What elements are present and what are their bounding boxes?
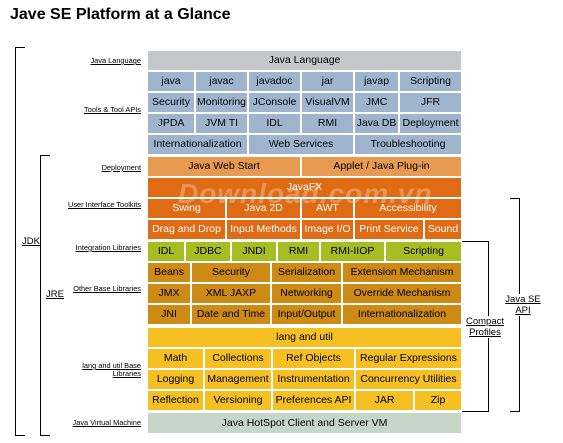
label-tools: Tools & Tool APIs [84,105,141,114]
other-beans: Beans [147,262,191,283]
ui-sound: Sound [424,219,462,240]
lu-versioning: Versioning [204,390,272,411]
lu-zip: Zip [414,390,462,411]
ui-print-service: Print Service [354,219,424,240]
compact-profiles-label: Compact Profiles [462,316,508,338]
ui-javafx: JavaFX [147,177,462,198]
label-jvm: Java Virtual Machine [72,418,141,427]
tool-jfr: JFR [399,92,462,113]
tool-jpda: JPDA [147,113,195,134]
other-date-and-time: Date and Time [191,304,271,325]
jdk-bracket-bottom [15,435,25,436]
integ-jdbc: JDBC [185,241,231,262]
page-title: Jave SE Platform at a Glance [10,6,231,23]
jdk-bracket-line [15,47,16,436]
lu-regular-expressions: Regular Expressions [355,348,462,369]
tool-jar: jar [301,71,354,92]
jre-bracket-bottom [40,435,50,436]
jvm-hotspot: Java HotSpot Client and Server VM [147,412,462,434]
tool-scripting: Scripting [399,71,462,92]
other-extension-mechanism: Extension Mechanism [342,262,462,283]
lu-math: Math [147,348,204,369]
label-ui-toolkits: User Interface Toolkits [68,200,141,209]
lu-preferences-api: Preferences API [272,390,355,411]
tool-jvmti: JVM TI [195,113,248,134]
lu-management: Management [204,369,272,390]
tool-jmc: JMC [354,92,399,113]
tool-javadb: Java DB [354,113,399,134]
label-java-language: Java Language [90,56,141,65]
tool-web-services: Web Services [248,134,354,155]
other-xml-jaxp: XML JAXP [191,283,271,304]
integ-rmi: RMI [277,241,320,262]
jdk-bracket-top [15,47,25,48]
tool-security: Security [147,92,195,113]
tool-javadoc: javadoc [248,71,301,92]
ui-image-io: Image I/O [301,219,354,240]
integ-idl: IDL [147,241,185,262]
integ-scripting: Scripting [385,241,462,262]
deploy-applet-plugin: Applet / Java Plug-in [301,156,462,177]
lu-reflection: Reflection [147,390,204,411]
tool-troubleshooting: Troubleshooting [354,134,462,155]
lu-logging: Logging [147,369,204,390]
other-security: Security [191,262,271,283]
integ-jndi: JNDI [231,241,277,262]
ui-java2d: Java 2D [226,198,301,219]
ui-awt: AWT [301,198,354,219]
label-integration: Integration Libraries [75,243,141,252]
other-networking: Networking [271,283,342,304]
jre-bracket-top [40,155,50,156]
lu-concurrency-utilities: Concurrency Utilities [355,369,462,390]
jdk-label: JDK [20,236,42,247]
other-override-mechanism: Override Mechanism [342,283,462,304]
tool-rmi: RMI [301,113,354,134]
tool-jconsole: JConsole [248,92,301,113]
java-se-api-label: Java SE API [505,294,541,316]
other-internationalization: Internationalization [342,304,462,325]
other-jmx: JMX [147,283,191,304]
compact-bracket-top [462,241,489,242]
jre-bracket-line [40,155,41,436]
lu-jar: JAR [355,390,414,411]
tool-monitoring: Monitoring [195,92,248,113]
api-bracket-bottom [510,411,520,412]
java-language-block: Java Language [147,50,462,71]
deploy-java-web-start: Java Web Start [147,156,301,177]
tool-idl: IDL [248,113,301,134]
lu-collections: Collections [204,348,272,369]
other-jni: JNI [147,304,191,325]
tool-javap: javap [354,71,399,92]
ui-accessibility: Accessibility [354,198,462,219]
api-bracket-top [510,198,520,199]
lang-and-util-block: lang and util [147,327,462,348]
label-deployment: Deployment [101,163,141,172]
tool-internationalization: Internationalization [147,134,248,155]
lu-ref-objects: Ref Objects [272,348,355,369]
label-other-base: Other Base Libraries [73,284,141,293]
ui-swing: Swing [147,198,226,219]
ui-drag-and-drop: Drag and Drop [147,219,226,240]
jre-label: JRE [44,289,66,300]
label-lang-util-base: lang and util Base Libraries [82,361,141,378]
ui-input-methods: Input Methods [226,219,301,240]
integ-rmi-iiop: RMI-IIOP [320,241,385,262]
lu-instrumentation: Instrumentation [272,369,355,390]
tool-deployment: Deployment [399,113,462,134]
tool-javac: javac [195,71,248,92]
compact-bracket-bottom [462,411,489,412]
other-input-output: Input/Output [271,304,342,325]
tool-visualvm: VisualVM [301,92,354,113]
tool-java: java [147,71,195,92]
other-serialization: Serialization [271,262,342,283]
